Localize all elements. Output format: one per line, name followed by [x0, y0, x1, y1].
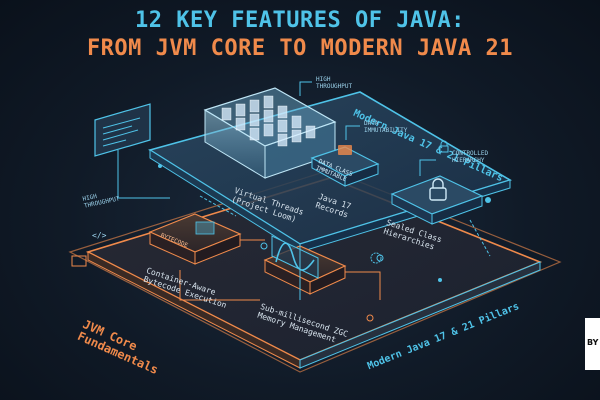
- title-line-1: 12 KEY FEATURES OF JAVA:: [135, 8, 465, 33]
- corner-badge-text: BY: [587, 338, 599, 347]
- connector-lines: [117, 81, 491, 301]
- virtual-threads-module: [203, 87, 337, 179]
- data-immutability-callout: DATA IMMUTABILITY: [364, 120, 408, 134]
- title-line-2: FROM JVM CORE TO MODERN JAVA 21: [86, 36, 514, 61]
- sealed-class-module: [390, 175, 484, 225]
- high-throughput-top-callout: HIGH THROUGHPUT: [316, 76, 353, 90]
- code-tag-icon: </>: [92, 231, 107, 240]
- records-module: [310, 145, 380, 187]
- lock-icon: [439, 140, 449, 153]
- zgc-module: [263, 235, 347, 295]
- container-aware-module: [148, 213, 242, 265]
- gear-icon: [370, 252, 382, 264]
- controlled-hierarchy-callout: CONTROLLED HIERARCHY: [452, 150, 489, 164]
- code-window: [94, 103, 151, 157]
- folder-icon: [71, 255, 87, 267]
- corner-badge: BY: [585, 318, 600, 370]
